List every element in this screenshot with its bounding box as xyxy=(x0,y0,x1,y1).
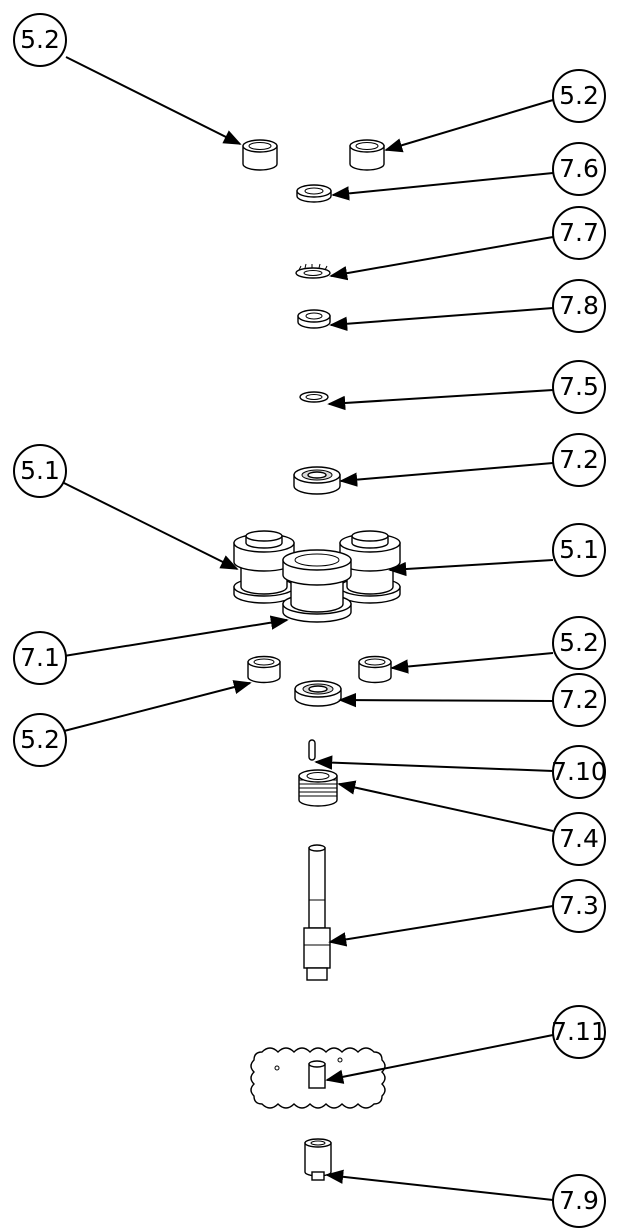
shaft-7-3 xyxy=(303,844,331,981)
callout-label: 7.5 xyxy=(559,372,599,401)
callout-label: 7.3 xyxy=(559,891,599,920)
bearing-7-2-top xyxy=(293,466,341,495)
callout-7-5: 7.5 xyxy=(552,360,606,414)
threaded-nut-7-4 xyxy=(298,769,338,807)
callout-5-2-mid-right: 5.2 xyxy=(552,616,606,670)
mounting-plate-7-11 xyxy=(250,1047,386,1109)
bushing-5-2-mid-right xyxy=(358,655,392,684)
callout-label: 7.2 xyxy=(559,445,599,474)
callout-7-2-bottom: 7.2 xyxy=(552,673,606,727)
callout-label: 7.2 xyxy=(559,685,599,714)
leader-7-6 xyxy=(331,172,554,201)
callout-label: 5.2 xyxy=(20,25,60,54)
washer-7-5 xyxy=(299,391,329,403)
leader-7-10 xyxy=(314,755,554,772)
callout-label: 7.6 xyxy=(559,154,599,183)
callout-5-1-left: 5.1 xyxy=(13,444,67,498)
nut-7-8 xyxy=(297,309,331,329)
callout-7-10: 7.10 xyxy=(551,745,607,799)
leader-lines xyxy=(63,56,554,1201)
leader-7-2-bottom xyxy=(338,692,554,708)
callout-7-1: 7.1 xyxy=(13,631,67,685)
callout-label: 5.2 xyxy=(559,628,599,657)
callout-7-2-top: 7.2 xyxy=(552,433,606,487)
leader-5-2-mid-right xyxy=(390,652,554,674)
callout-7-8: 7.8 xyxy=(552,279,606,333)
callout-label: 7.8 xyxy=(559,291,599,320)
slotted-nut-7-6 xyxy=(296,184,332,203)
sleeve-7-9 xyxy=(304,1138,332,1181)
bushing-5-2-top-left xyxy=(242,139,278,171)
callout-label: 5.1 xyxy=(20,456,60,485)
callout-7-6: 7.6 xyxy=(552,142,606,196)
callout-7-9: 7.9 xyxy=(552,1174,606,1228)
callout-label: 7.7 xyxy=(559,218,599,247)
callout-5-1-right: 5.1 xyxy=(552,523,606,577)
leader-7-1 xyxy=(63,615,289,657)
bearing-7-2-bottom xyxy=(294,680,342,707)
callout-5-2-mid-left: 5.2 xyxy=(13,713,67,767)
callout-bubbles: 5.2 5.2 7.6 7.7 7.8 7.5 5.1 7.2 xyxy=(13,13,607,1228)
leader-7-5 xyxy=(327,389,554,411)
leader-5-2-mid-left xyxy=(63,680,252,732)
leader-7-11 xyxy=(325,1034,554,1084)
callout-label: 5.2 xyxy=(559,81,599,110)
pin-7-10 xyxy=(308,739,316,761)
callout-label: 7.11 xyxy=(551,1017,607,1046)
leader-7-8 xyxy=(329,307,554,331)
bushing-5-2-top-right xyxy=(349,139,385,171)
leader-7-7 xyxy=(329,236,554,281)
callout-label: 5.2 xyxy=(20,725,60,754)
leader-5-1-right xyxy=(388,559,554,577)
leader-7-3 xyxy=(328,905,554,947)
leader-5-2-top-right xyxy=(384,99,554,153)
callout-7-3: 7.3 xyxy=(552,879,606,933)
housing-5-1-left xyxy=(233,530,295,604)
leader-7-4 xyxy=(337,780,554,832)
bushing-5-2-mid-left xyxy=(247,655,281,684)
callout-5-2-top-left: 5.2 xyxy=(13,13,67,67)
lock-washer-7-7 xyxy=(295,263,331,279)
callout-7-7: 7.7 xyxy=(552,206,606,260)
callout-7-11: 7.11 xyxy=(551,1005,607,1059)
callout-label: 7.4 xyxy=(559,824,599,853)
central-housing-7-1 xyxy=(282,549,352,623)
leader-5-2-top-left xyxy=(65,56,242,145)
callout-label: 7.1 xyxy=(20,643,60,672)
callout-5-2-top-right: 5.2 xyxy=(552,69,606,123)
leader-5-1-left xyxy=(63,482,239,570)
leader-7-9 xyxy=(325,1169,554,1201)
callout-label: 7.9 xyxy=(559,1186,599,1215)
leader-7-2-top xyxy=(339,462,554,487)
callout-7-4: 7.4 xyxy=(552,812,606,866)
callout-label: 7.10 xyxy=(551,757,607,786)
callout-label: 5.1 xyxy=(559,535,599,564)
